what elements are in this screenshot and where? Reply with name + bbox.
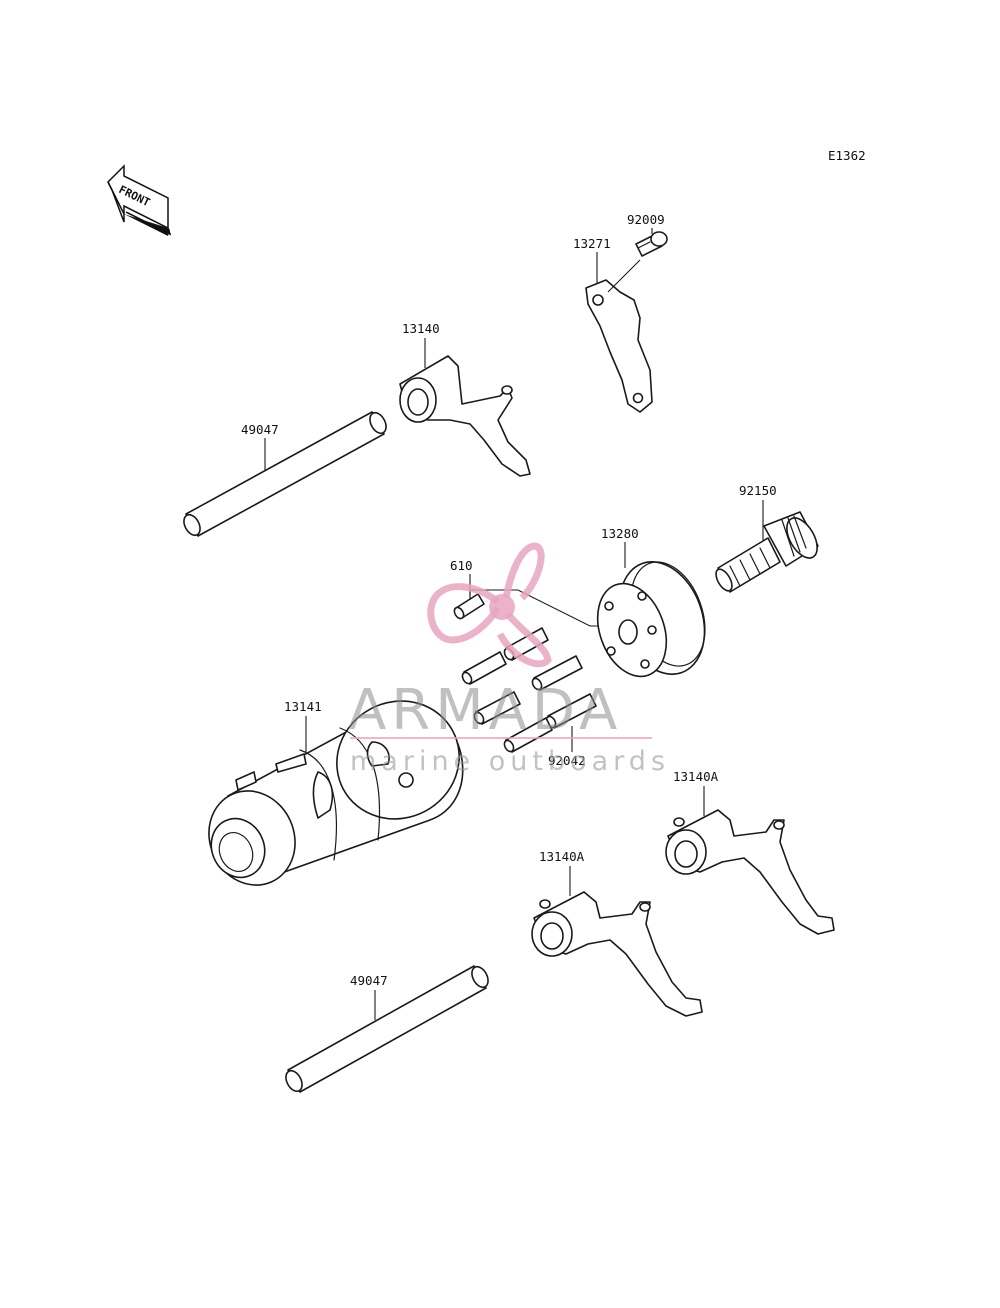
- part-13140A-fork-right: [665, 809, 835, 935]
- part-13271-plate: [585, 259, 653, 413]
- label-13141: 13141: [284, 699, 322, 714]
- watermark-tagline: marine outboards: [350, 746, 670, 777]
- watermark-brand: ARMADA: [348, 678, 622, 743]
- label-13140: 13140: [402, 321, 440, 336]
- part-92042-pins: [461, 627, 597, 753]
- label-92150: 92150: [739, 483, 777, 498]
- part-13141-drum: [208, 700, 464, 886]
- part-13140-fork: [399, 355, 531, 477]
- label-13140A-mid: 13140A: [539, 849, 585, 864]
- propeller-logo-icon: [427, 542, 552, 668]
- label-49047-bottom: 49047: [350, 973, 388, 988]
- part-92009-screw: [635, 231, 668, 257]
- label-13271: 13271: [573, 236, 611, 251]
- part-49047-rod-bottom: [285, 965, 489, 1093]
- label-92009: 92009: [627, 212, 665, 227]
- part-610-pin: [453, 593, 485, 620]
- label-13140A-right: 13140A: [673, 769, 719, 784]
- watermark: ARMADA marine outboards: [348, 542, 670, 777]
- part-13280-cam: [596, 561, 706, 678]
- label-92042: 92042: [548, 753, 586, 768]
- label-13280: 13280: [601, 526, 639, 541]
- part-13140A-fork-mid: [531, 891, 703, 1017]
- label-610: 610: [450, 558, 473, 573]
- diagram-code: E1362: [828, 148, 866, 163]
- leader-13271-screw: [607, 259, 641, 293]
- part-49047-rod-top: [183, 411, 387, 537]
- part-92150-bolt: [715, 511, 819, 593]
- front-arrow-icon: FRONT: [107, 164, 172, 236]
- label-49047-top: 49047: [241, 422, 279, 437]
